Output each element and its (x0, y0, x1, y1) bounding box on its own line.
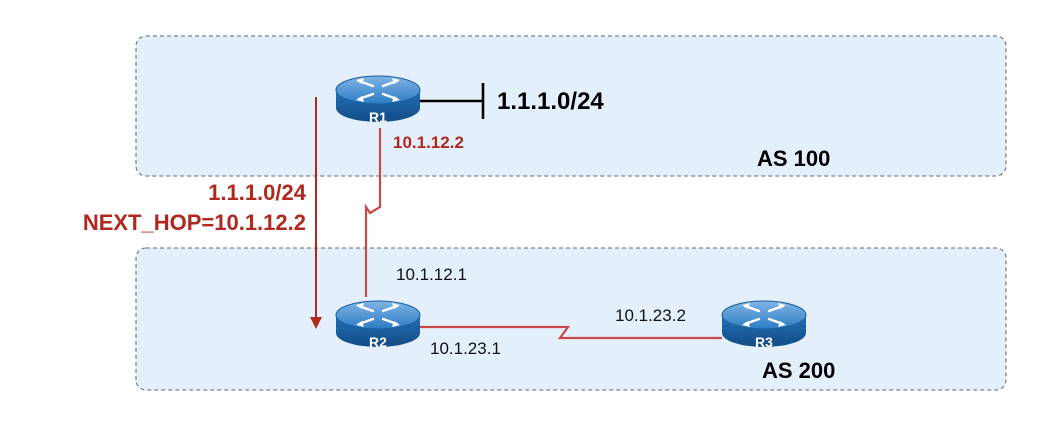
ip-r1-r2: 10.1.12.2 (393, 133, 464, 152)
ip-r2-r3: 10.1.23.1 (430, 339, 501, 358)
as200-region (135, 247, 1007, 391)
as200-label: AS 200 (762, 358, 836, 383)
as100-label: AS 100 (757, 146, 831, 171)
as100-region (135, 35, 1007, 177)
router-r3-label: R3 (755, 334, 773, 350)
update-prefix: 1.1.1.0/24 (208, 180, 306, 205)
serial-link-r2-r3 (420, 325, 722, 340)
update-next-hop: NEXT_HOP=10.1.12.2 (82, 210, 306, 235)
ip-r2-r1: 10.1.12.1 (396, 265, 467, 284)
network-prefix: 1.1.1.0/24 (497, 88, 604, 115)
router-r2-label: R2 (369, 334, 387, 350)
ip-r3-r2: 10.1.23.2 (615, 306, 686, 325)
router-r1-label: R1 (369, 109, 387, 125)
serial-link-r1-r2 (364, 128, 382, 297)
